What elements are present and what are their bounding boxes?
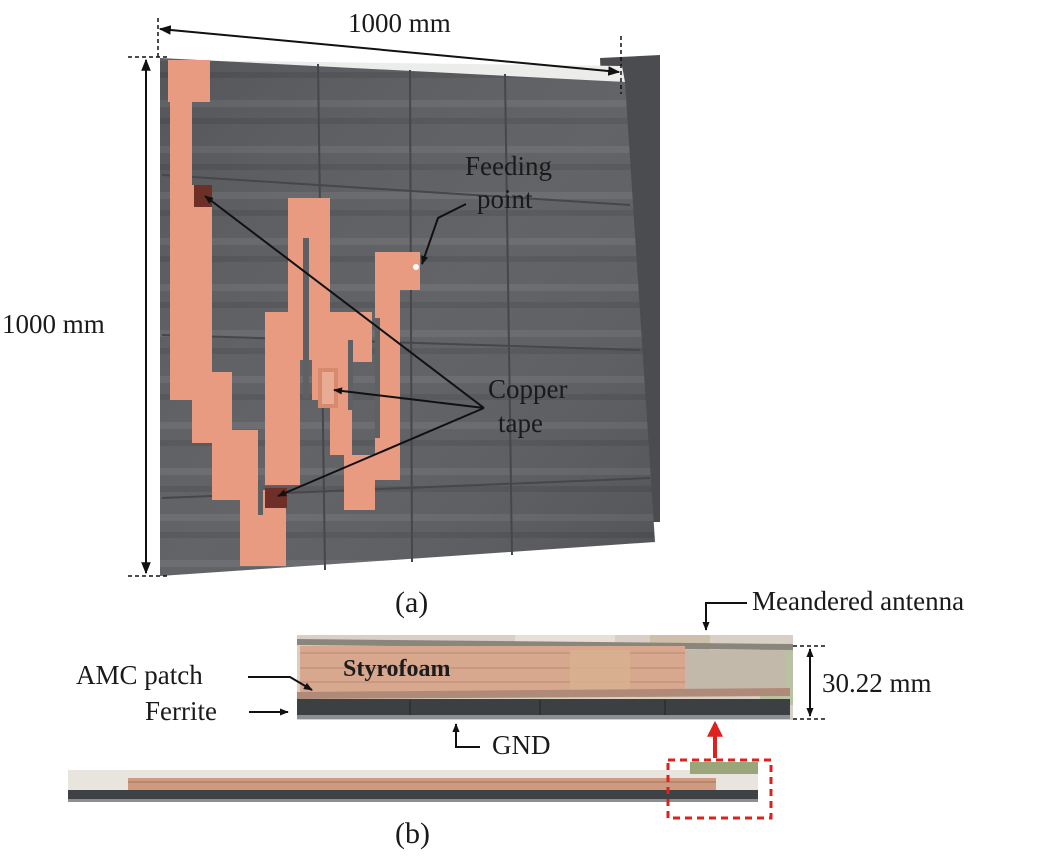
- thickness-label: 30.22 mm: [822, 668, 932, 698]
- copper-tape-annotation: Copper tape: [204, 195, 567, 497]
- meandered-label: Meandered antenna: [752, 586, 964, 616]
- gnd-label: GND: [492, 730, 551, 760]
- feeding-label-line1: Feeding: [465, 151, 552, 181]
- copper-label-line2: tape: [498, 408, 543, 438]
- meandered-antenna-annotation: Meandered antenna: [702, 586, 964, 631]
- ferrite-layer: [297, 699, 790, 715]
- photo-side-view: Styrofoam: [297, 635, 793, 720]
- meander-trace-middle: [265, 198, 375, 510]
- ferrite-label: Ferrite: [145, 696, 217, 726]
- caption-a: (a): [395, 586, 428, 619]
- caption-b: (b): [395, 817, 430, 850]
- thickness-dimension: 30.22 mm: [793, 645, 932, 720]
- width-dimension-label: 1000 mm: [348, 8, 451, 38]
- feeding-point-dot: [413, 264, 419, 270]
- amc-patch-annotation: AMC patch: [76, 660, 313, 691]
- height-dimension-label: 1000 mm: [2, 309, 105, 339]
- gnd-layer: [297, 715, 790, 719]
- zoom-highlight: [666, 720, 773, 820]
- styrofoam-label: Styrofoam: [343, 656, 451, 682]
- copper-label-line1: Copper: [488, 374, 567, 404]
- amc-label: AMC patch: [76, 660, 203, 690]
- width-dimension: 1000 mm: [157, 8, 622, 94]
- photo-full-side-strip: [68, 762, 758, 802]
- feeding-point-annotation: Feeding point: [421, 151, 552, 265]
- feeding-label-line2: point: [477, 184, 533, 214]
- gnd-annotation: GND: [452, 723, 551, 760]
- highlight-box: [666, 758, 773, 820]
- ferrite-annotation: Ferrite: [145, 696, 289, 726]
- height-dimension: 1000 mm: [2, 56, 170, 577]
- photo-top-view: [160, 55, 660, 576]
- meander-trace-right: [375, 252, 420, 480]
